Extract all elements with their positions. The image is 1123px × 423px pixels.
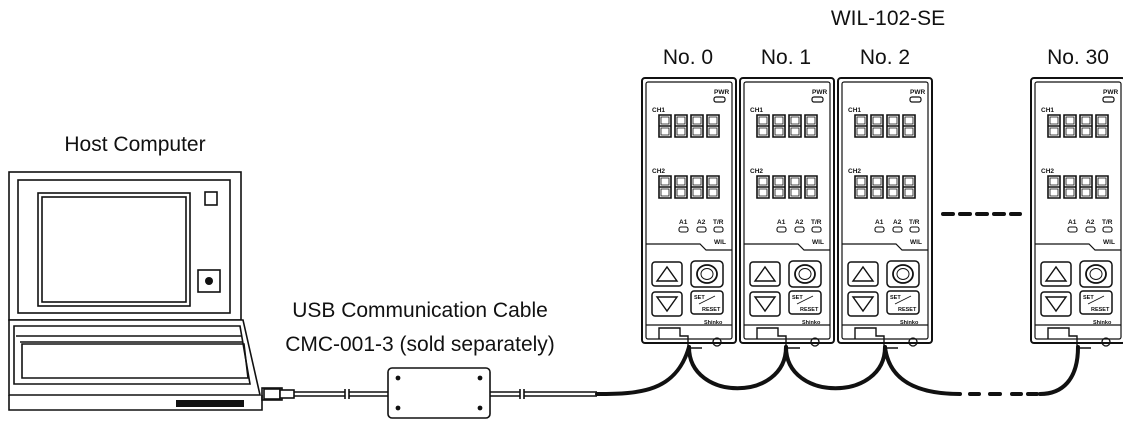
reset-label: RESET [898,307,917,313]
a1-label: A1 [777,219,786,226]
ch1-label: CH1 [1041,107,1054,114]
host-computer-label: Host Computer [64,133,205,156]
a2-label: A2 [697,219,706,226]
a2-label: A2 [893,219,902,226]
model-label: WIL-102-SE [831,7,945,30]
tr-label: T/R [1102,219,1113,226]
cable-label-line2: CMC-001-3 (sold separately) [285,333,555,356]
unit-no-2-label: No. 2 [860,46,910,69]
usb-cable [263,345,691,419]
set-label: SET [890,295,901,301]
tr-label: T/R [713,219,724,226]
cable-label-line1: USB Communication Cable [292,299,548,322]
unit-no-1-label: No. 1 [761,46,811,69]
a1-label: A1 [679,219,688,226]
reset-label: RESET [1091,307,1110,313]
laptop-illustration [8,171,283,411]
ch1-label: CH1 [750,107,763,114]
a2-label: A2 [795,219,804,226]
controller-unit-2: PWR CH1 CH2 A1 A2 T/R WIL SET RESET Shin… [838,78,932,348]
a1-label: A1 [1068,219,1077,226]
pwr-label: PWR [910,89,925,96]
maker-logo: Shinko [802,320,821,326]
brand-label: WIL [910,239,922,246]
reset-label: RESET [702,307,721,313]
set-label: SET [694,295,705,301]
pwr-label: PWR [812,89,827,96]
controller-unit-30: PWR CH1 CH2 A1 A2 T/R WIL SET RESET Shin… [1031,78,1123,348]
pwr-label: PWR [714,89,729,96]
brand-label: WIL [812,239,824,246]
reset-label: RESET [800,307,819,313]
ch2-label: CH2 [848,168,861,175]
maker-logo: Shinko [704,320,723,326]
a1-label: A1 [875,219,884,226]
tr-label: T/R [909,219,920,226]
daisy-chain-cables [687,212,1080,396]
controller-unit-0: PWR CH1 CH2 A1 A2 T/R WIL SET RESET Shin… [642,78,736,348]
maker-logo: Shinko [900,320,919,326]
a2-label: A2 [1086,219,1095,226]
ch2-label: CH2 [652,168,665,175]
ch1-label: CH1 [848,107,861,114]
brand-label: WIL [714,239,726,246]
ch2-label: CH2 [750,168,763,175]
unit-no-30-label: No. 30 [1047,46,1109,69]
brand-label: WIL [1103,239,1115,246]
controller-unit-1: PWR CH1 CH2 A1 A2 T/R WIL SET RESET Shin… [740,78,834,348]
ch2-label: CH2 [1041,168,1054,175]
pwr-label: PWR [1103,89,1118,96]
tr-label: T/R [811,219,822,226]
maker-logo: Shinko [1093,320,1112,326]
ch1-label: CH1 [652,107,665,114]
unit-no-0-label: No. 0 [663,46,713,69]
set-label: SET [792,295,803,301]
set-label: SET [1083,295,1094,301]
usb-converter-box [387,367,491,419]
